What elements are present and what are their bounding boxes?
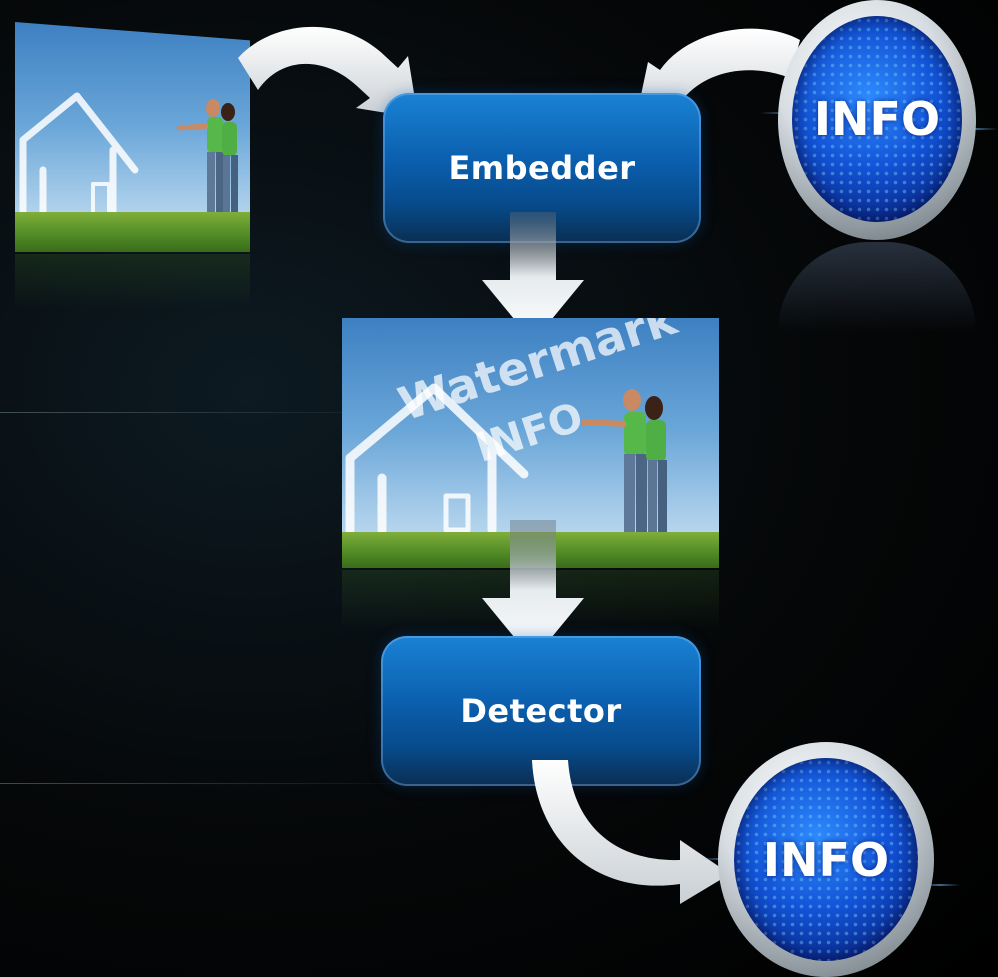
cloud-house-drawing-watermarked: [345, 383, 529, 535]
circuit-line-bottom-right: [920, 884, 960, 886]
original-photo: [15, 22, 250, 252]
divider-line-lower: [0, 783, 420, 784]
cloud-house-drawing: [19, 92, 139, 218]
info-disc-top-label: INFO: [813, 92, 941, 146]
original-photo-reflection: [15, 254, 250, 309]
detector-label: Detector: [460, 692, 622, 730]
couple-figure: [176, 99, 238, 213]
embedder-label: Embedder: [448, 149, 636, 187]
divider-line-upper: [0, 412, 420, 413]
info-disc-bottom-face: INFO: [734, 758, 918, 961]
info-disc-top-face: INFO: [792, 16, 962, 222]
info-disc-bottom: INFO: [718, 742, 934, 977]
couple-figure-watermarked: [581, 389, 667, 536]
info-disc-top: INFO: [778, 0, 976, 240]
info-disc-bottom-label: INFO: [762, 832, 890, 887]
